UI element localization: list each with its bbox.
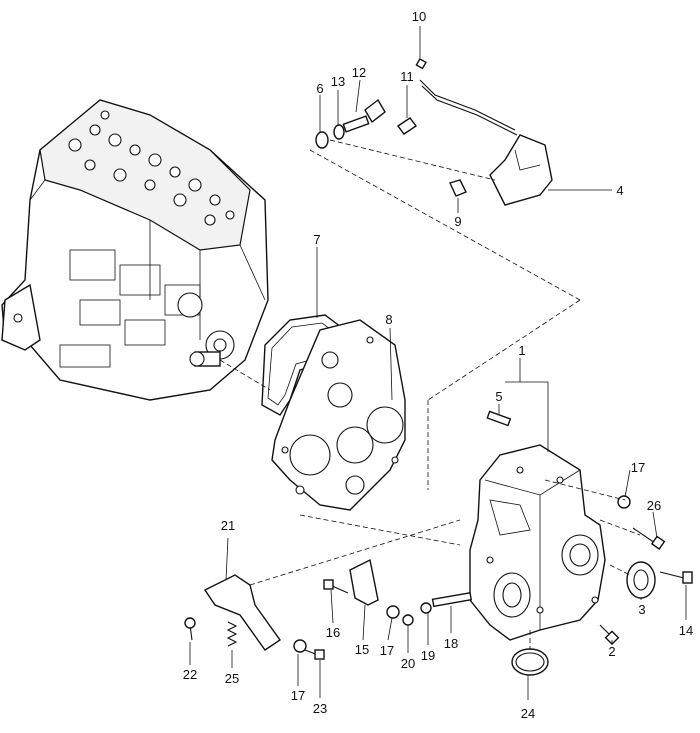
callout-6: 6 [316,81,323,96]
plate-part-8 [271,319,406,511]
callout-4: 4 [616,183,623,198]
callout-17-center: 17 [380,643,394,658]
hardware-parts [184,410,693,660]
callout-labels: 10 12 13 11 6 4 9 7 8 1 5 17 26 21 3 14 … [183,9,693,721]
callout-15: 15 [355,642,369,657]
callout-17-upper: 17 [631,460,645,475]
callout-3: 3 [638,602,645,617]
callout-21: 21 [221,518,235,533]
callout-7: 7 [313,232,320,247]
callout-20: 20 [401,656,415,671]
oil-seal-part-3 [626,561,656,599]
callout-19: 19 [421,648,435,663]
callout-22: 22 [183,667,197,682]
callout-18: 18 [444,636,458,651]
lever-plate-part-4 [415,57,553,206]
callout-12: 12 [352,65,366,80]
callout-14: 14 [679,623,693,638]
callout-25: 25 [225,671,239,686]
callout-17-lower: 17 [291,688,305,703]
small-top-parts [315,98,467,197]
leader-lines [189,26,687,700]
callout-13: 13 [331,74,345,89]
callout-1: 1 [518,343,525,358]
callout-5: 5 [495,389,502,404]
callout-23: 23 [313,701,327,716]
callout-10: 10 [412,9,426,24]
o-ring-part-24 [511,648,549,676]
callout-11: 11 [400,69,414,84]
callout-16: 16 [326,625,340,640]
assembly-lines [219,139,641,650]
callout-9: 9 [454,214,461,229]
engine-block [1,99,269,401]
gear-case-part-1 [469,444,606,641]
callout-24: 24 [521,706,535,721]
callout-2: 2 [608,644,615,659]
callout-26: 26 [647,498,661,513]
callout-8: 8 [385,312,392,327]
